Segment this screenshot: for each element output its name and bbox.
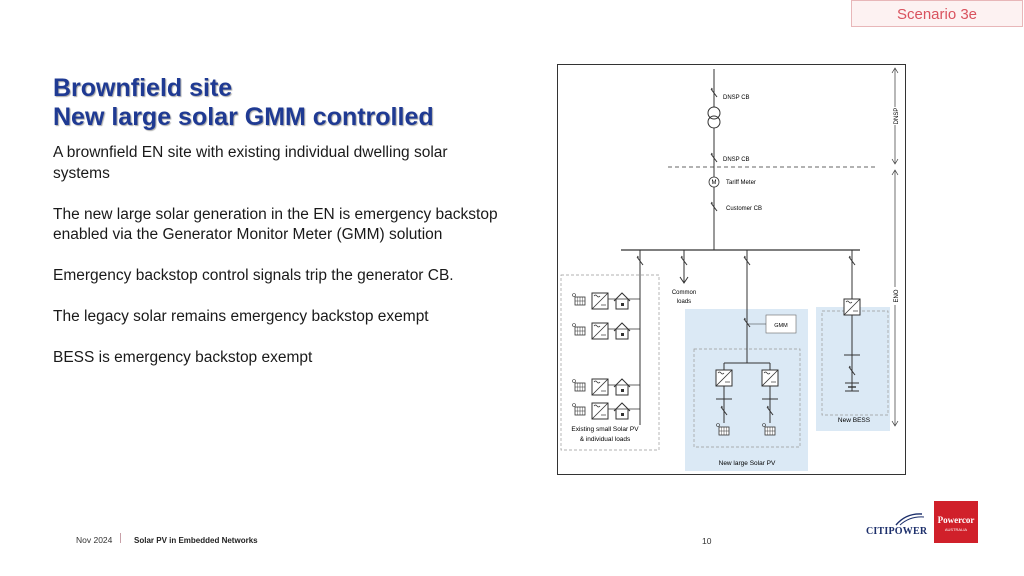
title-line-1: Brownfield site [53,74,233,102]
battery-icon [845,382,859,392]
citipower-logo-text: CITIPOWER [866,526,928,537]
scenario-tag-text: Scenario 3e [896,6,978,23]
existing-pv-unit-1 [572,292,640,310]
body-text: A brownfield EN site with existing indiv… [53,143,498,389]
dnsp-zone-label: DNSP [894,108,900,125]
existing-pv-label-1: Existing small Solar PV [571,426,639,433]
common-loads-arrow [679,276,689,284]
en-zone-label: ENO [894,289,900,302]
customer-cb-label: Customer CB [726,206,762,212]
body-paragraph: A brownfield EN site with existing indiv… [53,144,448,182]
page-number: 10 [702,536,712,546]
existing-pv-label-2: & individual loads [580,436,631,443]
footer-separator [120,533,121,543]
common-loads-label-1: Common [672,290,696,296]
citipower-logo-mark [895,513,925,526]
large-pv-inverter-1 [715,369,733,387]
new-bess-label: New BESS [838,417,871,424]
existing-pv-unit-4 [572,402,640,420]
existing-pv-unit-2 [572,322,640,340]
page-title: Brownfield site New large solar GMM cont… [53,74,434,132]
body-paragraph: The legacy solar remains emergency backs… [53,308,429,325]
single-line-diagram: DNSP ENO DNSP CB DNSP CB M Tariff Meter … [557,64,906,475]
diagram-svg: DNSP ENO DNSP CB DNSP CB M Tariff Meter … [560,67,900,471]
footer-doc-title: Solar PV in Embedded Networks [134,536,258,545]
transformer-top [707,106,721,120]
tariff-meter-symbol [708,176,720,188]
large-pv-inverter-2 [761,369,779,387]
body-paragraph: BESS is emergency backstop exempt [53,349,313,366]
dnsp-cb-top-label: DNSP CB [723,95,750,101]
tariff-meter-label: Tariff Meter [726,180,756,186]
body-paragraph: The new large solar generation in the EN… [53,205,498,244]
powercor-logo-subtext: AUSTRALIA [944,527,968,532]
title-line-2: New large solar GMM controlled [53,103,434,131]
body-paragraph: Emergency backstop control signals trip … [53,267,454,284]
dnsp-cb-lower-label: DNSP CB [723,157,750,163]
existing-pv-box [560,274,660,451]
common-loads-label-2: loads [677,299,691,305]
new-large-pv-label: New large Solar PV [719,460,776,467]
bess-inverter [843,298,861,316]
powercor-logo: Powercor AUSTRALIA [934,501,978,543]
meter-symbol-text: M [712,180,717,186]
footer-date: Nov 2024 [76,535,113,545]
citipower-logo: CITIPOWER [866,512,928,542]
gmm-label: GMM [774,323,788,329]
scenario-tag: Scenario 3e [851,0,1023,27]
powercor-logo-text: Powercor [937,515,975,525]
existing-pv-unit-3 [572,378,640,396]
new-bess-zone [816,307,890,431]
